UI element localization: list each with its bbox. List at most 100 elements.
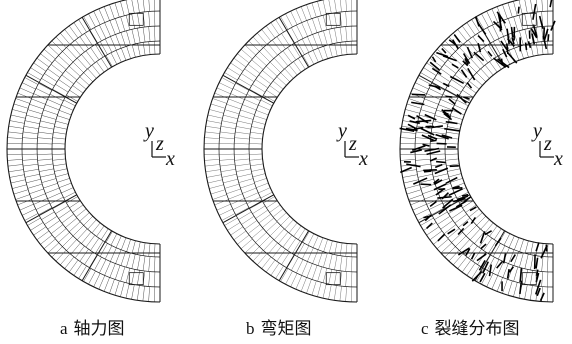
mesh-line [142, 0, 145, 12]
mesh-line [265, 66, 278, 77]
mesh-line [7, 131, 23, 134]
mesh-line [90, 47, 100, 61]
crack-mark [448, 98, 456, 105]
mesh-line [84, 33, 93, 47]
mesh-line [66, 94, 78, 102]
crack-mark [433, 183, 447, 191]
mesh-line [541, 271, 544, 287]
mesh-line [444, 40, 456, 52]
mesh-line [226, 104, 241, 110]
mesh-line [33, 226, 47, 236]
mesh-line [228, 193, 243, 200]
mesh-line [291, 27, 299, 41]
mesh-line [72, 225, 84, 237]
crack-mark [424, 147, 440, 152]
mesh-line [142, 255, 146, 271]
mesh-line [402, 174, 418, 178]
mesh-line [524, 240, 529, 254]
mesh-line [524, 0, 528, 14]
mesh-line [334, 0, 337, 13]
mesh-line [83, 268, 92, 282]
mesh-line [68, 259, 79, 273]
mesh-line [255, 55, 267, 66]
mesh-line [465, 204, 477, 213]
mesh-line [541, 26, 544, 42]
mesh-line [450, 178, 463, 183]
mesh-line [267, 43, 278, 56]
mesh-line [79, 212, 90, 222]
crack-mark [449, 75, 465, 85]
mesh-line [519, 239, 524, 252]
mesh-line [351, 41, 353, 55]
mesh-line [290, 273, 298, 287]
mesh-line [224, 72, 238, 81]
mesh-line [296, 24, 304, 39]
mesh-line [400, 153, 416, 155]
crack-mark [413, 177, 428, 185]
crack-mark [550, 20, 556, 31]
mesh-line [72, 85, 84, 94]
mesh-line [241, 73, 255, 82]
crack-mark [478, 24, 487, 35]
crack-mark [532, 3, 537, 20]
mesh-line [66, 239, 77, 251]
mesh-line [78, 19, 87, 33]
mesh-line [415, 158, 431, 161]
mesh-line [93, 273, 101, 287]
mesh-line [204, 164, 220, 167]
mesh-line [474, 54, 485, 67]
mesh-line [328, 29, 333, 44]
crack-mark [416, 114, 429, 124]
mesh-line [204, 131, 220, 134]
mesh-line [24, 77, 39, 85]
mesh-line [334, 28, 338, 43]
mesh-line [23, 131, 38, 135]
crack-mark [409, 120, 420, 125]
crack-mark [453, 34, 461, 43]
crack-mark [457, 247, 470, 256]
mesh-line [266, 90, 278, 98]
mesh-line [278, 54, 289, 67]
mesh-line [345, 41, 348, 55]
mesh-line [458, 70, 471, 81]
mesh-line [55, 173, 69, 178]
mesh-line [278, 231, 289, 244]
mesh-line [212, 98, 227, 104]
mesh-line [535, 0, 538, 12]
mesh-line [93, 11, 101, 25]
mesh-line [328, 240, 333, 254]
mesh-line [63, 191, 76, 199]
crack-mark [476, 253, 487, 262]
crack-mark [492, 20, 503, 31]
mesh-line [76, 57, 88, 70]
joint-line [25, 194, 77, 224]
crack-mark [473, 51, 485, 62]
mesh-line [306, 263, 313, 278]
mesh-line [75, 80, 87, 90]
mesh-line [61, 74, 74, 85]
mesh-line [148, 41, 151, 55]
mesh-line [266, 259, 276, 273]
crack-mark [506, 269, 510, 279]
mesh-line [57, 115, 70, 120]
crack-mark [406, 163, 421, 168]
mesh-line [66, 196, 78, 204]
mesh-line [22, 143, 38, 145]
mesh-line [33, 62, 47, 72]
mesh-line [105, 55, 113, 67]
mesh-line [481, 270, 489, 285]
caption-title: 弯矩图 [260, 319, 312, 338]
mesh-line [220, 169, 236, 172]
mesh-line [81, 54, 92, 67]
mesh-line [420, 109, 436, 115]
mesh-line [240, 109, 255, 115]
mesh-line [209, 184, 224, 189]
mesh-line [131, 0, 135, 14]
mesh-line [410, 199, 425, 206]
mesh-line [298, 228, 306, 240]
crack-mark [445, 95, 453, 98]
mesh-line [83, 216, 93, 226]
crack-mark [464, 58, 469, 65]
mesh-line [22, 208, 36, 216]
